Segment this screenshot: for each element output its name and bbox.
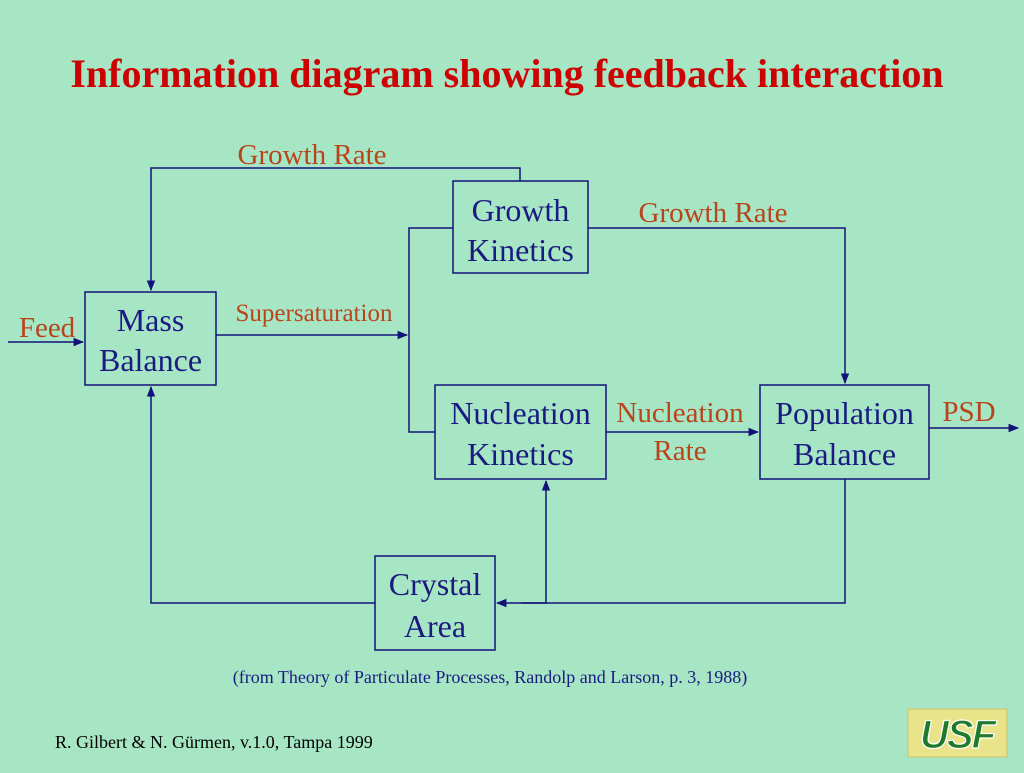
crystal-area-box: Crystal Area (374, 555, 496, 651)
crystal-area-line-2: Area (404, 608, 466, 644)
supersaturation-label: Supersaturation (236, 300, 393, 327)
source-caption: (from Theory of Particulate Processes, R… (233, 667, 748, 688)
nucleation-rate-label-line-1: Nucleation (616, 397, 744, 429)
population-to-crystal-line (495, 479, 846, 608)
nucleation-rate-label-line-2: Rate (653, 435, 706, 467)
growth-kinetics-line-2: Kinetics (467, 232, 574, 268)
population-balance-box: Population Balance (759, 384, 930, 480)
population-balance-line-2: Balance (793, 436, 896, 472)
mass-balance-line-1: Mass (117, 302, 185, 338)
crystal-area-line-1: Crystal (389, 566, 482, 602)
growth-kinetics-box: Growth Kinetics (452, 180, 589, 274)
growth-rate-right-label: Growth Rate (639, 197, 788, 229)
growth-kinetics-line-1: Growth (472, 192, 570, 228)
footer-credit: R. Gilbert & N. Gürmen, v.1.0, Tampa 199… (55, 732, 373, 752)
mass-balance-line-2: Balance (99, 342, 202, 378)
nucleation-kinetics-line-1: Nucleation (450, 395, 590, 431)
feed-label: Feed (19, 312, 76, 344)
growth-rate-to-population-line (588, 227, 850, 385)
growth-rate-feedback-line (146, 167, 521, 292)
crystal-to-mass-balance-line (146, 385, 375, 604)
population-balance-line-1: Population (775, 395, 914, 431)
crystal-to-nucleation-line (521, 479, 551, 604)
usf-logo-icon: USF (907, 708, 1008, 758)
psd-label: PSD (942, 396, 995, 428)
growth-rate-top-label: Growth Rate (238, 139, 387, 171)
slide-title: Information diagram showing feedback int… (70, 51, 943, 96)
usf-logo-text: USF (920, 713, 998, 757)
nucleation-kinetics-line-2: Kinetics (467, 436, 574, 472)
mass-balance-box: Mass Balance (84, 291, 217, 386)
supersaturation-bracket-line (408, 227, 453, 433)
nucleation-kinetics-box: Nucleation Kinetics (434, 384, 607, 480)
